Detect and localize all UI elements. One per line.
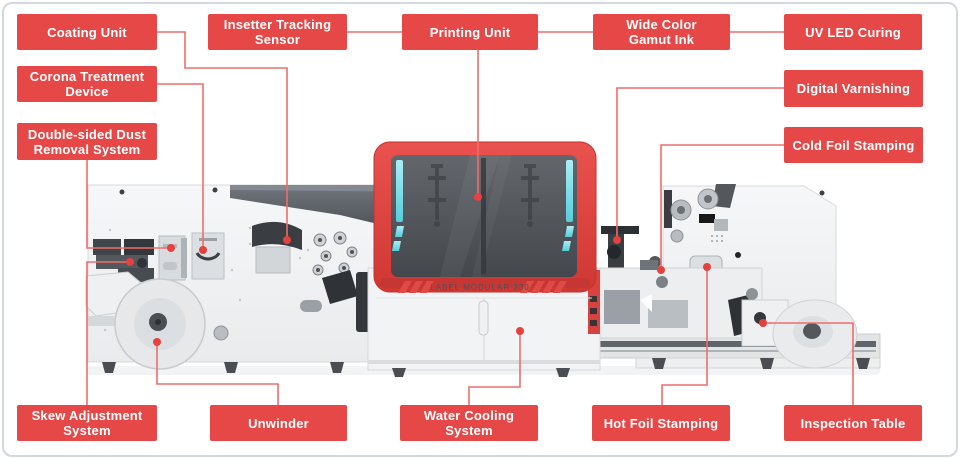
callout-water-cooling-system: Water Cooling System: [400, 405, 538, 441]
callout-insetter-tracking-sensor: Insetter Tracking Sensor: [208, 14, 347, 50]
callout-uv-led-curing: UV LED Curing: [784, 14, 922, 50]
unwinder-disc: [114, 278, 206, 370]
model-stripe-band: [398, 281, 567, 293]
callout-corona-treatment-device: Corona Treatment Device: [17, 66, 157, 102]
callout-hot-foil-stamping: Hot Foil Stamping: [592, 405, 730, 441]
callout-skew-adjustment-system: Skew Adjustment System: [17, 405, 157, 441]
callout-wide-color-gamut-ink: Wide Color Gamut Ink: [593, 14, 730, 50]
callout-digital-varnishing: Digital Varnishing: [784, 70, 923, 107]
model-label: LABEL MODULAR 330: [430, 283, 529, 292]
window-cyan-strips: [392, 160, 574, 251]
callout-double-sided-dust-removal-system: Double-sided Dust Removal System: [17, 123, 157, 160]
callout-cold-foil-stamping: Cold Foil Stamping: [784, 127, 923, 163]
callout-coating-unit: Coating Unit: [17, 14, 157, 50]
callout-printing-unit: Printing Unit: [402, 14, 538, 50]
hot-foil-station: [591, 260, 763, 339]
right-unit: [591, 184, 881, 369]
callout-inspection-table: Inspection Table: [784, 405, 922, 441]
callout-unwinder: Unwinder: [210, 405, 347, 441]
printing-unit-center: LABEL MODULAR 330: [367, 141, 601, 377]
